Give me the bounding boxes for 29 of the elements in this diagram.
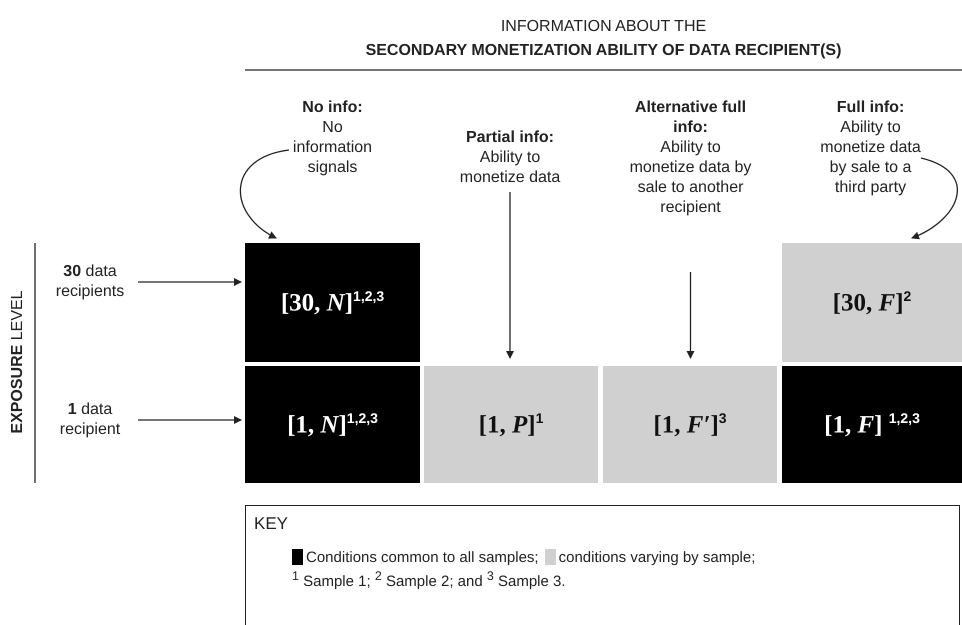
arrow xyxy=(911,157,958,239)
condition-cell: [1, N]$^{1,2,3}$ xyxy=(245,366,420,483)
condition-cell: [30, F]$^{2}$ xyxy=(782,243,962,362)
column-description: Ability to monetize data by sale to another recipient xyxy=(630,139,752,216)
column-heading: Alternative full info: xyxy=(634,98,748,138)
arrow xyxy=(138,416,242,424)
column-description: Ability to monetize data xyxy=(460,149,560,186)
footnote-text: $^{1}$ Sample 1; $^{2}$ Sample 2; and $^{3}$ Sample 3. xyxy=(292,569,566,590)
key-panel xyxy=(245,505,960,625)
legend-text: Conditions common to all samples; xyxy=(306,548,539,566)
condition-cell: [1, P]$^{1}$ xyxy=(424,366,598,483)
row-label: 30 data recipients xyxy=(45,262,135,302)
column-heading: Partial info: xyxy=(464,128,555,148)
column-heading: Full info: xyxy=(836,98,906,118)
column-description: Ability to monetize data by sale to a third party xyxy=(820,119,921,196)
condition-cell: [1, F] $^{1,2,3}$ xyxy=(782,366,962,483)
key-heading: KEY xyxy=(254,514,288,534)
column-heading: No info: xyxy=(301,98,364,118)
condition-cell: [30, N]$^{1,2,3}$ xyxy=(245,243,420,362)
axis-title: EXPOSURE LEVEL xyxy=(9,290,27,434)
row-label: 1 data recipient xyxy=(45,400,135,440)
heading-text: INFORMATION ABOUT THE SECONDARY MONETIZATION ABILITY OF DATA RECIPIENT(S) xyxy=(364,17,842,61)
arrow xyxy=(138,278,242,286)
arrow xyxy=(240,149,290,239)
column-description: No information signals xyxy=(292,119,372,176)
arrow xyxy=(506,192,514,359)
condition-cell: [1, F′]$^{3}$ xyxy=(603,366,777,483)
legend-text: conditions varying by sample; xyxy=(558,548,756,566)
arrow xyxy=(686,272,694,359)
